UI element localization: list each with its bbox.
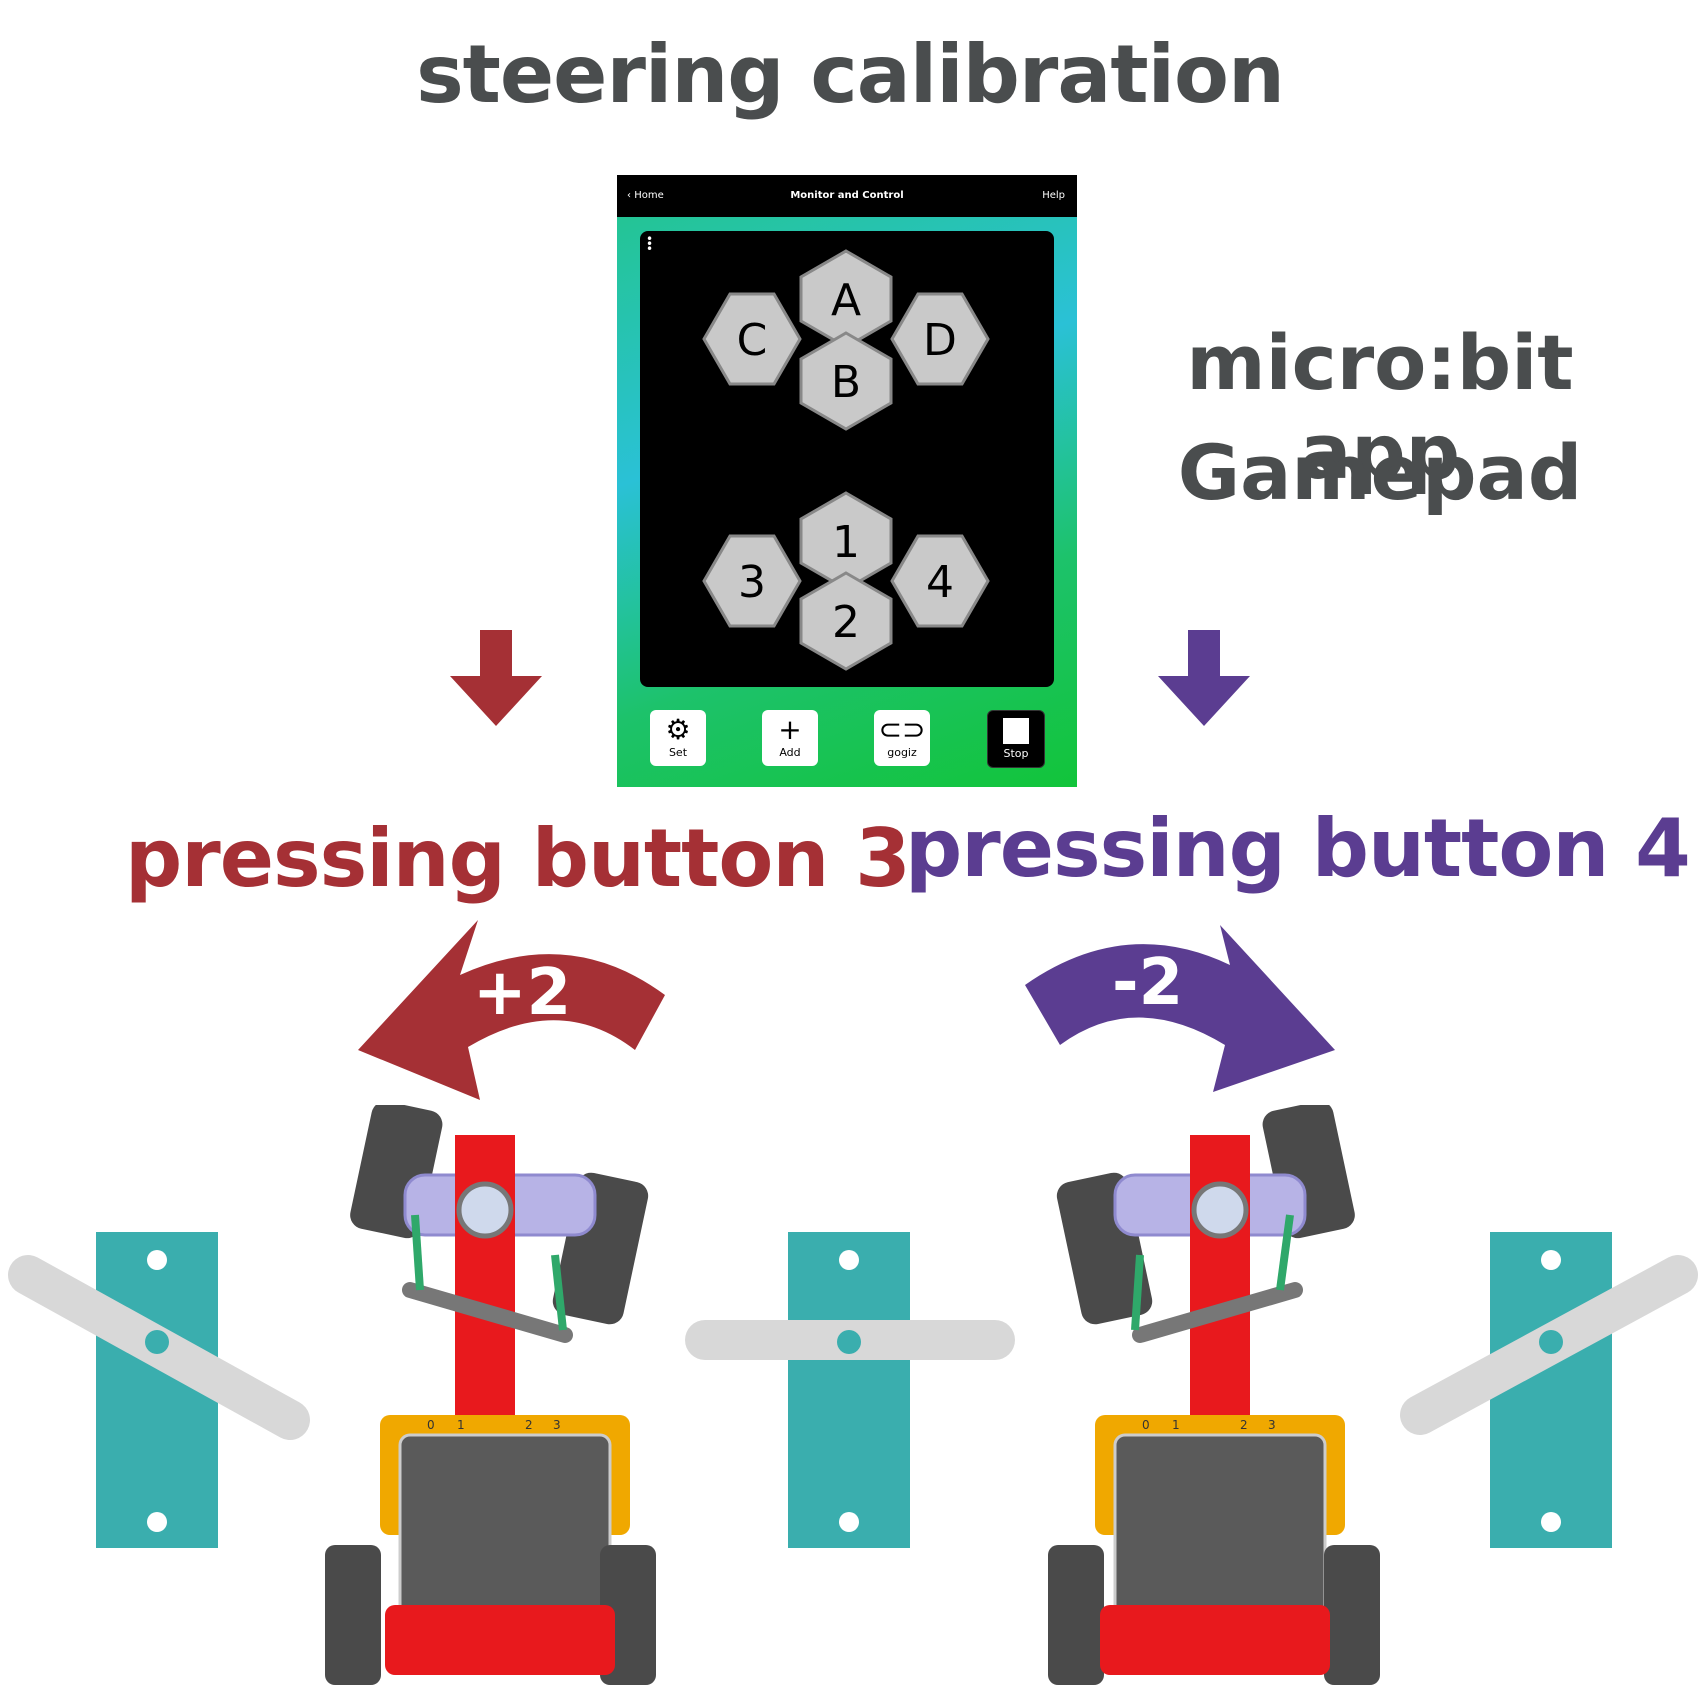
app-header: ‹ Home Monitor and Control Help	[617, 175, 1077, 217]
servo-diagrams	[8, 1232, 1698, 1548]
robot-car-left: 0 1 2 3	[325, 1105, 656, 1685]
svg-text:3: 3	[553, 1418, 561, 1432]
plus-icon: +	[778, 713, 802, 746]
svg-text:B: B	[831, 357, 861, 408]
pad-bottom-down-button[interactable]: 2	[799, 571, 893, 671]
svg-text:2: 2	[525, 1418, 533, 1432]
pad-top-left-button[interactable]: C	[702, 292, 802, 386]
svg-text:4: 4	[926, 557, 954, 608]
svg-text:1: 1	[457, 1418, 465, 1432]
servo-left	[8, 1232, 310, 1548]
pad-top-up-button[interactable]: A	[799, 249, 893, 349]
rotate-right-arrow	[1025, 925, 1335, 1092]
app-label-line2: Gamepad	[1177, 428, 1583, 517]
svg-text:0: 0	[1142, 1418, 1150, 1432]
gamepad-app-screen: ‹ Home Monitor and Control Help ••• C D …	[617, 175, 1077, 787]
set-button[interactable]: ⚙Set	[650, 710, 706, 766]
app-toolbar: ⚙Set +Add ⊂⊃gogiz Stop	[617, 695, 1077, 787]
svg-text:A: A	[831, 275, 861, 326]
svg-text:2: 2	[1240, 1418, 1248, 1432]
svg-text:1: 1	[1172, 1418, 1180, 1432]
gear-icon: ⚙	[665, 713, 691, 746]
stop-button[interactable]: Stop	[987, 710, 1045, 768]
pad-bottom-up-button[interactable]: 1	[799, 491, 893, 591]
servo-right	[1400, 1232, 1698, 1548]
pressing-button-3-label: pressing button 3	[125, 812, 911, 905]
app-label-line1: micro:bit app	[1186, 318, 1574, 496]
down-arrow-right	[1158, 630, 1250, 726]
page-title: steering calibration	[416, 28, 1285, 121]
robot-car-right: 0 1 2 3	[1048, 1105, 1380, 1685]
svg-text:0: 0	[427, 1418, 435, 1432]
pad-top-right-button[interactable]: D	[890, 292, 990, 386]
more-menu-icon[interactable]: •••	[646, 232, 654, 256]
down-arrow-left	[450, 630, 542, 726]
stop-icon	[1003, 718, 1029, 744]
svg-text:3: 3	[1268, 1418, 1276, 1432]
gogiz-button[interactable]: ⊂⊃gogiz	[874, 710, 930, 766]
add-button[interactable]: +Add	[762, 710, 818, 766]
help-link[interactable]: Help	[1042, 190, 1065, 201]
rotate-left-arrow	[358, 920, 665, 1100]
delta-minus-2: -2	[1112, 946, 1184, 1020]
pressing-button-4-label: pressing button 4	[905, 802, 1691, 895]
pad-top-down-button[interactable]: B	[799, 331, 893, 431]
svg-text:3: 3	[738, 557, 766, 608]
app-header-title: Monitor and Control	[790, 190, 904, 201]
svg-text:C: C	[737, 315, 768, 366]
svg-text:D: D	[923, 315, 957, 366]
gamepad-area: ••• C D A B 3 4 1 2	[640, 231, 1054, 687]
svg-text:1: 1	[832, 517, 860, 568]
delta-plus-2: +2	[473, 956, 572, 1030]
pad-bottom-left-button[interactable]: 3	[702, 534, 802, 628]
microbit-icon: ⊂⊃	[878, 713, 926, 746]
pad-bottom-right-button[interactable]: 4	[890, 534, 990, 628]
home-link[interactable]: ‹ Home	[627, 190, 664, 201]
svg-text:2: 2	[832, 597, 860, 648]
servo-center	[685, 1232, 1015, 1548]
